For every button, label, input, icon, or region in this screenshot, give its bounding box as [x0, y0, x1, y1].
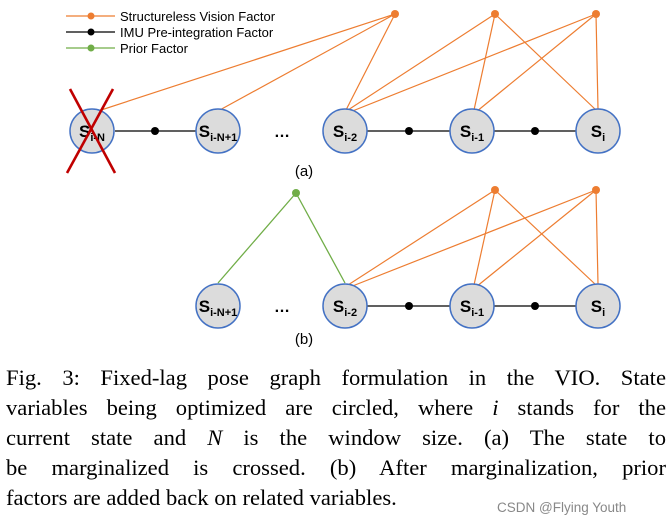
state-node-s-i-1: Si-1	[449, 283, 495, 329]
state-node-s-i-n-plus-1: Si-N+1	[195, 283, 241, 329]
prior-edges-b	[217, 192, 346, 284]
node-sub: i	[602, 307, 605, 319]
node-base: S	[591, 297, 602, 316]
caption-line-3: current state and N is the window size. …	[6, 425, 666, 450]
vision-edges-b	[347, 189, 599, 288]
caption-var-n: N	[207, 425, 223, 450]
vision-edge	[473, 13, 496, 111]
node-base: S	[333, 122, 344, 141]
caption-line-2: variables being optimized are circled, w…	[6, 395, 666, 420]
caption-line-5: factors are added back on related variab…	[6, 485, 397, 510]
node-base: S	[460, 122, 471, 141]
legend-item-vision: Structureless Vision Factor	[66, 9, 276, 24]
node-sub: i-N+1	[210, 132, 237, 144]
legend-label-imu: IMU Pre-integration Factor	[120, 25, 274, 40]
node-base: S	[460, 297, 471, 316]
legend-label-vision: Structureless Vision Factor	[120, 9, 276, 24]
svg-text:Si-N+1: Si-N+1	[199, 297, 238, 319]
vision-edges-a	[94, 13, 599, 113]
imu-factor-node	[531, 127, 539, 135]
figure-caption: Fig. 3: Fixed-lag pose graph formulation…	[6, 363, 666, 513]
ellipsis: …	[274, 124, 290, 141]
svg-text:Si-1: Si-1	[460, 297, 484, 319]
legend-dot-imu	[87, 28, 95, 36]
node-sub: i	[602, 132, 605, 144]
vision-edge	[349, 189, 597, 288]
pose-graph-figure: Structureless Vision Factor IMU Pre-inte…	[65, 9, 621, 348]
vision-factor-node	[491, 10, 499, 18]
vision-edge	[475, 189, 597, 288]
vision-edge	[345, 13, 396, 111]
svg-text:Si-2: Si-2	[333, 297, 357, 319]
vision-factor-node	[391, 10, 399, 18]
imu-factor-node	[405, 127, 413, 135]
node-sub: i-N+1	[210, 307, 237, 319]
ellipsis: …	[274, 299, 290, 316]
node-base: S	[199, 297, 210, 316]
vision-edge	[595, 13, 599, 110]
vision-edge	[349, 13, 597, 113]
legend: Structureless Vision Factor IMU Pre-inte…	[66, 9, 276, 56]
vision-factor-node	[491, 186, 499, 194]
state-node-s-i-2: Si-2	[322, 283, 368, 329]
imu-factor-node	[405, 302, 413, 310]
svg-text:Si-N+1: Si-N+1	[199, 122, 238, 144]
state-node-s-i: Si	[575, 283, 621, 329]
prior-edge	[217, 192, 297, 284]
panel-b: Si-N+1 … Si-2 Si-1 Si (b)	[195, 186, 621, 348]
legend-item-prior: Prior Factor	[66, 41, 189, 56]
panel-a: Si-N Si-N+1 … Si-2 Si-1 Si (a)	[65, 10, 621, 180]
node-sub: i-1	[471, 307, 484, 319]
vision-edge	[347, 13, 496, 111]
node-sub: i-2	[344, 132, 357, 144]
panel-label-b: (b)	[295, 331, 313, 348]
vision-factor-node	[592, 186, 600, 194]
vision-edge	[494, 13, 597, 111]
svg-text:Si: Si	[591, 297, 605, 319]
vision-edge	[494, 189, 597, 286]
node-sub: i-2	[344, 307, 357, 319]
legend-dot-prior	[87, 44, 95, 52]
vision-edge	[94, 13, 396, 113]
vision-edge	[217, 13, 396, 112]
svg-text:Si-2: Si-2	[333, 122, 357, 144]
state-node-s-i-n-plus-1: Si-N+1	[195, 108, 241, 154]
node-base: S	[79, 122, 90, 141]
prior-factor-node	[292, 189, 300, 197]
legend-dot-vision	[87, 12, 95, 20]
vision-factor-node	[592, 10, 600, 18]
imu-factor-node	[531, 302, 539, 310]
vision-edge	[595, 189, 599, 285]
caption-line-1: Fig. 3: Fixed-lag pose graph formulation…	[6, 365, 666, 390]
imu-factor-node	[151, 127, 159, 135]
svg-text:Si: Si	[591, 122, 605, 144]
caption-var-i: i	[492, 395, 499, 420]
legend-item-imu: IMU Pre-integration Factor	[66, 25, 274, 40]
state-node-s-i: Si	[575, 108, 621, 154]
caption-line-4: be marginalized is crossed. (b) After ma…	[6, 455, 666, 480]
panel-label-a: (a)	[295, 163, 313, 180]
cross-mark	[65, 88, 117, 174]
prior-edge	[295, 192, 346, 284]
node-base: S	[333, 297, 344, 316]
svg-text:Si-1: Si-1	[460, 122, 484, 144]
state-node-s-i-1: Si-1	[449, 108, 495, 154]
watermark: CSDN @Flying Youth	[497, 500, 627, 515]
vision-edge	[475, 13, 597, 113]
node-sub: i-1	[471, 132, 484, 144]
legend-label-prior: Prior Factor	[120, 41, 189, 56]
vision-edge	[347, 189, 496, 286]
vision-edge	[473, 189, 496, 286]
state-node-s-i-2: Si-2	[322, 108, 368, 154]
node-base: S	[591, 122, 602, 141]
node-base: S	[199, 122, 210, 141]
